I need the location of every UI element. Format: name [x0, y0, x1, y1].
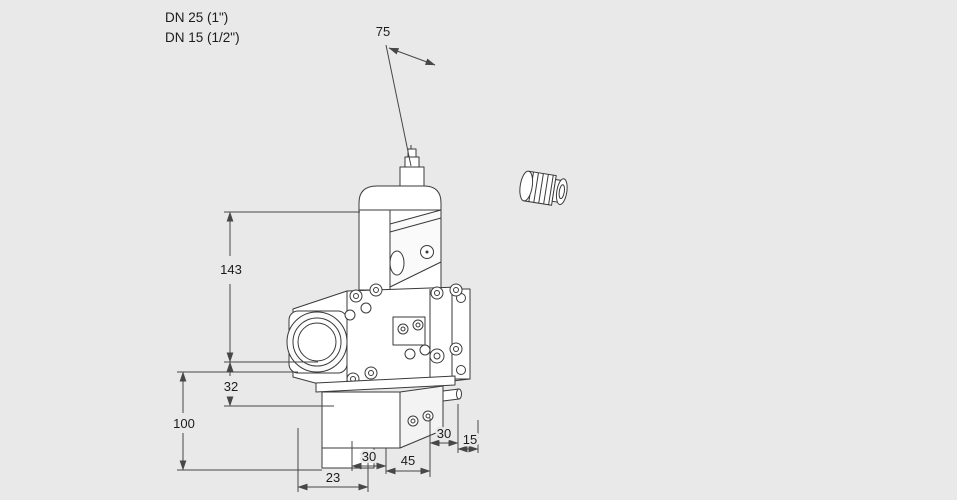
connector-block: [399, 166, 425, 187]
dim-value-15: 15: [463, 432, 477, 447]
bolt-hole: [344, 309, 356, 321]
terminal-panel-seam: [389, 217, 442, 233]
bolt-hole: [456, 365, 466, 375]
block-top-plate: [315, 375, 456, 393]
bolt-hole-center: [400, 326, 406, 332]
bolt-hole-center: [453, 346, 459, 352]
dimension-100: 100: [171, 371, 322, 471]
dim-value-143: 143: [220, 262, 242, 277]
dim-value-45: 45: [401, 453, 415, 468]
bolt-hole: [360, 302, 372, 314]
dimension-30-bottom: 30: [351, 441, 387, 474]
dim-value-30-right: 30: [437, 426, 451, 441]
pin-base: [404, 156, 420, 169]
block-front-face: [321, 391, 401, 449]
label-dn-25: DN 25 (1"): [165, 10, 228, 25]
dimension-line: [388, 47, 436, 66]
block-side-face: [399, 385, 444, 449]
bolt-hole-center: [434, 290, 440, 296]
bolt-hole-center: [410, 418, 416, 424]
connector-left-cap: [519, 170, 534, 202]
terminal-screw-center: [425, 250, 429, 254]
dim-value-100: 100: [173, 416, 195, 431]
cable-connector-part: [519, 170, 568, 206]
extension-line: [385, 44, 412, 167]
valve-body: [286, 283, 471, 388]
dimension-32: 32: [221, 361, 334, 407]
dim-value-30-bottom: 30: [362, 449, 376, 464]
bolt-hole-center: [373, 287, 379, 293]
test-nipple-cap: [456, 388, 462, 400]
connector-bore: [558, 184, 565, 200]
dimension-75: 75: [373, 22, 436, 167]
bolt-hole: [419, 344, 431, 356]
bolt-hole-center: [368, 370, 374, 376]
dimension-143: 143: [218, 211, 360, 363]
knurl-rib: [538, 173, 544, 204]
dim-value-23: 23: [326, 470, 340, 485]
lower-block: [315, 375, 462, 469]
actuator-oval-detail: [389, 250, 405, 276]
dimension-30-right: 30: [429, 404, 459, 453]
dim-value-32: 32: [224, 379, 238, 394]
bolt-hole-center: [425, 413, 431, 419]
bolt-hole: [404, 348, 416, 360]
bolt-hole-center: [415, 322, 421, 328]
dim-value-75: 75: [376, 24, 390, 39]
knurl-rib: [543, 174, 549, 205]
bolt-hole-center: [453, 287, 459, 293]
label-dn-15: DN 15 (1/2"): [165, 30, 240, 45]
knurl-rib: [548, 175, 554, 205]
bolt-hole-center: [433, 352, 441, 360]
inlet-port-thread: [297, 322, 337, 362]
bolt-hole-center: [353, 293, 359, 299]
connector-pin: [399, 145, 425, 187]
knurl-rib: [533, 172, 539, 203]
solenoid-actuator: [358, 185, 442, 291]
dimension-15: 15: [457, 420, 480, 453]
dimension-23: 23: [297, 428, 369, 492]
